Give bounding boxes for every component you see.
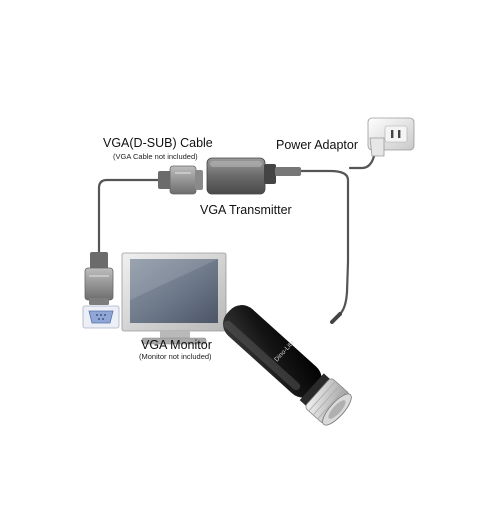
vga-transmitter-device — [206, 157, 301, 195]
vga-monitor-label: VGA Monitor — [141, 338, 212, 352]
vga-port-icon — [82, 305, 120, 329]
vga-monitor-note: (Monitor not included) — [139, 352, 212, 361]
digital-microscope: Dino-Lite — [223, 305, 352, 426]
vga-cable-note: (VGA Cable not included) — [113, 152, 198, 161]
vga-cable-line — [97, 178, 162, 255]
vga-cable-label: VGA(D-SUB) Cable — [103, 136, 213, 150]
adaptor-cable-line — [348, 150, 377, 170]
vga-dsub-connector — [158, 165, 203, 195]
vga-transmitter-label: VGA Transmitter — [200, 203, 292, 217]
vga-monitor-plug — [84, 252, 114, 305]
microscope-cable-line — [338, 260, 350, 316]
vga-monitor — [121, 252, 227, 345]
power-cable-line — [298, 169, 350, 264]
power-adaptor-device — [367, 117, 415, 157]
power-adaptor-label: Power Adaptor — [276, 138, 358, 152]
